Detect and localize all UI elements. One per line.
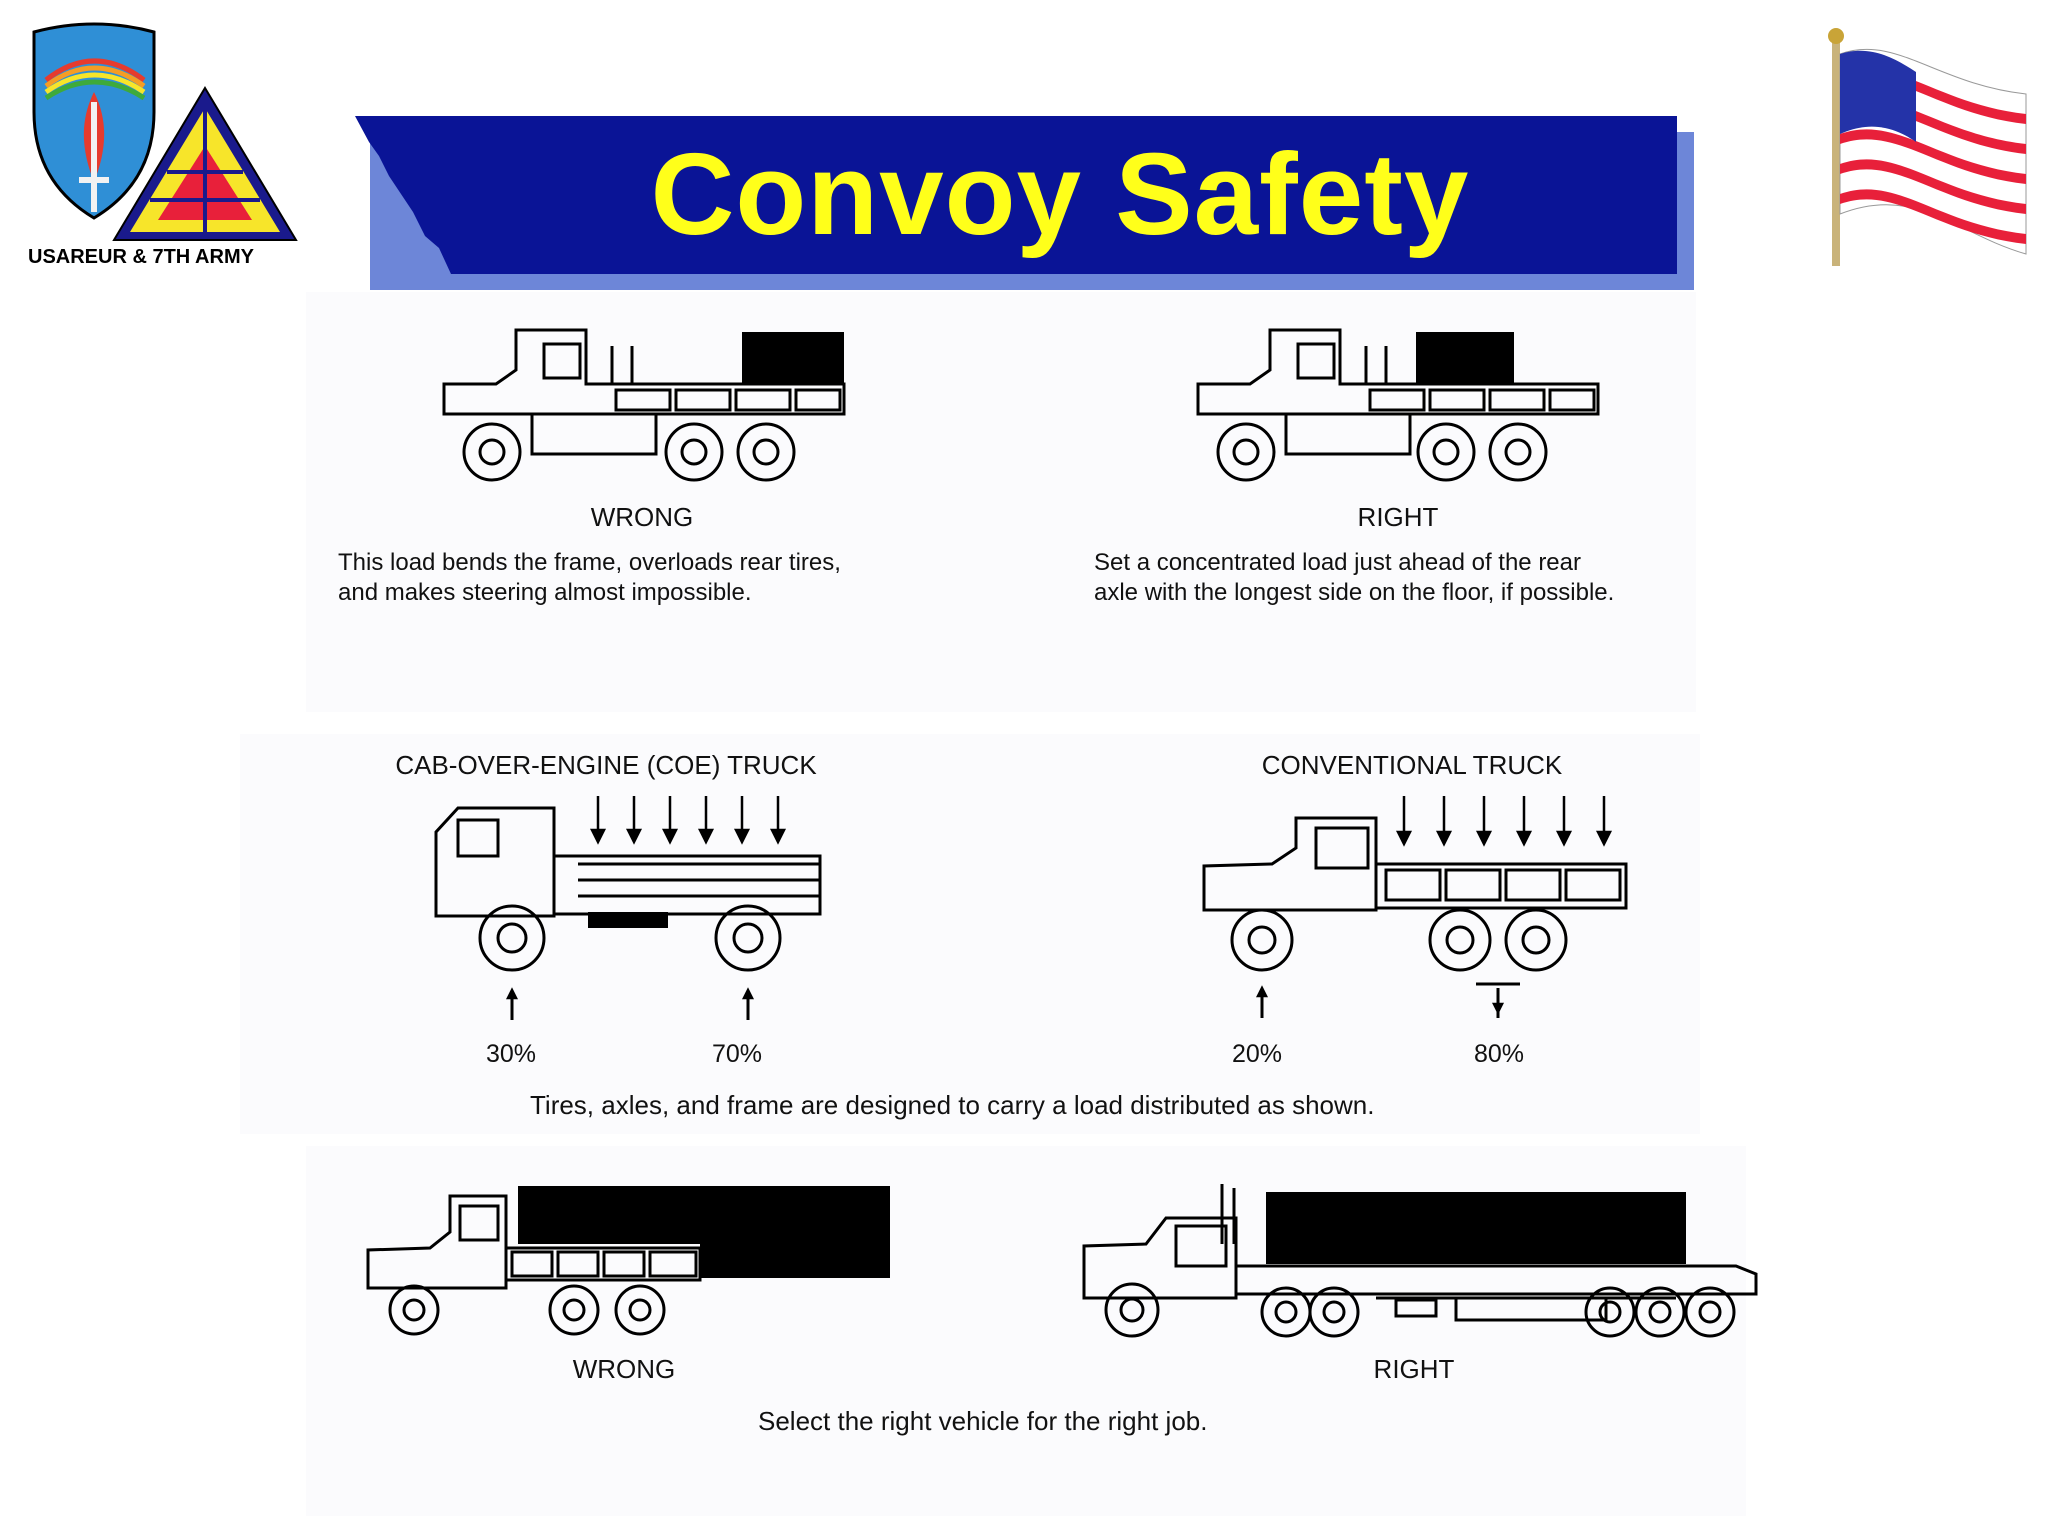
- title-banner: [355, 116, 1680, 281]
- right-label: RIGHT: [1357, 502, 1439, 532]
- conventional-rear-percent: 80%: [1474, 1040, 1525, 1068]
- selection-caption: Select the right vehicle for the right j…: [758, 1406, 1208, 1436]
- conventional-front-percent: 20%: [1232, 1040, 1283, 1068]
- usareur-shield-icon: [24, 22, 164, 227]
- truck-load-at-rear-wrong: [442, 328, 846, 482]
- conventional-truck-diagram: [1202, 796, 1628, 1018]
- coe-truck-diagram: [434, 796, 822, 1020]
- distribution-caption: Tires, axles, and frame are designed to …: [530, 1090, 1375, 1120]
- coe-truck-title: CAB-OVER-ENGINE (COE) TRUCK: [395, 750, 817, 780]
- selection-right-label: RIGHT: [1373, 1354, 1455, 1384]
- selection-wrong-label: WRONG: [572, 1354, 676, 1384]
- right-caption-line1: Set a concentrated load just ahead of th…: [1094, 549, 1581, 576]
- truck-load-forward-right: [1196, 328, 1600, 482]
- conventional-truck-title: CONVENTIONAL TRUCK: [1261, 750, 1563, 780]
- right-caption-line2: axle with the longest side on the floor,…: [1094, 579, 1615, 606]
- us-flag-icon: [1816, 24, 2036, 273]
- load-distribution-panel: [240, 734, 1700, 1134]
- seventh-army-triangle-icon: [112, 86, 298, 247]
- wrong-label: WRONG: [590, 502, 694, 532]
- wrong-caption-line2: and makes steering almost impossible.: [338, 579, 752, 606]
- coe-front-percent: 30%: [486, 1040, 537, 1068]
- tractor-trailer-right: [1082, 1184, 1758, 1338]
- overloaded-truck-wrong: [366, 1186, 890, 1336]
- page-title: Convoy Safety: [650, 129, 1470, 259]
- coe-rear-percent: 70%: [712, 1040, 763, 1068]
- insignia-label: USAREUR & 7TH ARMY: [28, 246, 254, 268]
- wrong-caption-line1: This load bends the frame, overloads rea…: [338, 549, 841, 576]
